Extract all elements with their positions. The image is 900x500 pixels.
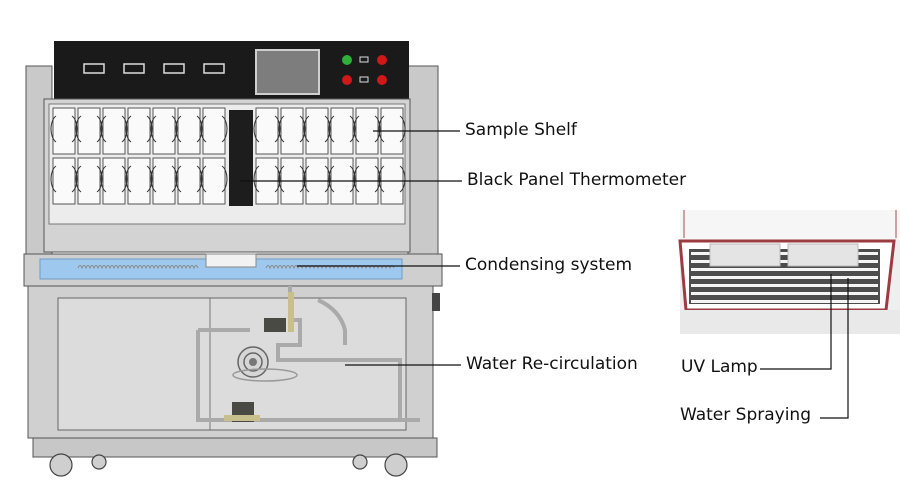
condenser-plate [205, 253, 257, 268]
inset-photo-chamber-interior [678, 210, 900, 334]
uv-tube [691, 300, 878, 303]
panel-switch-icons [83, 63, 225, 74]
sample-holder [50, 107, 78, 155]
sample-holder [125, 107, 153, 155]
leader-lines [240, 130, 849, 419]
sample-holder [75, 107, 103, 155]
uv-lamp-tubes [691, 252, 878, 303]
sample-holder [125, 157, 153, 205]
label-uv-lamp: UV Lamp [681, 357, 758, 377]
sample-holder [303, 107, 331, 155]
sample-holders [50, 107, 406, 205]
indicator-lights [342, 55, 387, 85]
uv-tube [691, 276, 878, 279]
uv-tube [691, 292, 878, 295]
black-panel-thermometer [229, 110, 253, 206]
pump-assembly [224, 292, 298, 422]
right-side-panel [407, 65, 439, 255]
sample-holder [150, 157, 178, 205]
uv-tube [691, 268, 878, 271]
sample-holder [253, 107, 281, 155]
sample-holder [200, 107, 228, 155]
sample-holder [150, 107, 178, 155]
sample-holder [100, 157, 128, 205]
uv-tube [691, 284, 878, 287]
label-sample-shelf: Sample Shelf [465, 120, 577, 140]
sample-holder [175, 107, 203, 155]
sample-holder [200, 157, 228, 205]
uv-tube [691, 252, 878, 255]
label-water-recirculation: Water Re-circulation [466, 354, 638, 374]
sample-holder [75, 157, 103, 205]
sample-holder [278, 107, 306, 155]
sample-holder [100, 107, 128, 155]
label-black-panel-thermometer: Black Panel Thermometer [467, 170, 687, 190]
label-condensing-system: Condensing system [465, 255, 633, 275]
sample-holder [353, 107, 381, 155]
sample-holder [50, 157, 78, 205]
touch-screen [255, 49, 320, 95]
uv-tube [691, 260, 878, 263]
label-water-spraying: Water Spraying [680, 405, 811, 425]
casters [49, 453, 408, 477]
sample-holder [175, 157, 203, 205]
sample-holder [328, 107, 356, 155]
cabinet-base [32, 437, 438, 458]
side-latch [432, 293, 440, 311]
control-panel [54, 41, 409, 99]
